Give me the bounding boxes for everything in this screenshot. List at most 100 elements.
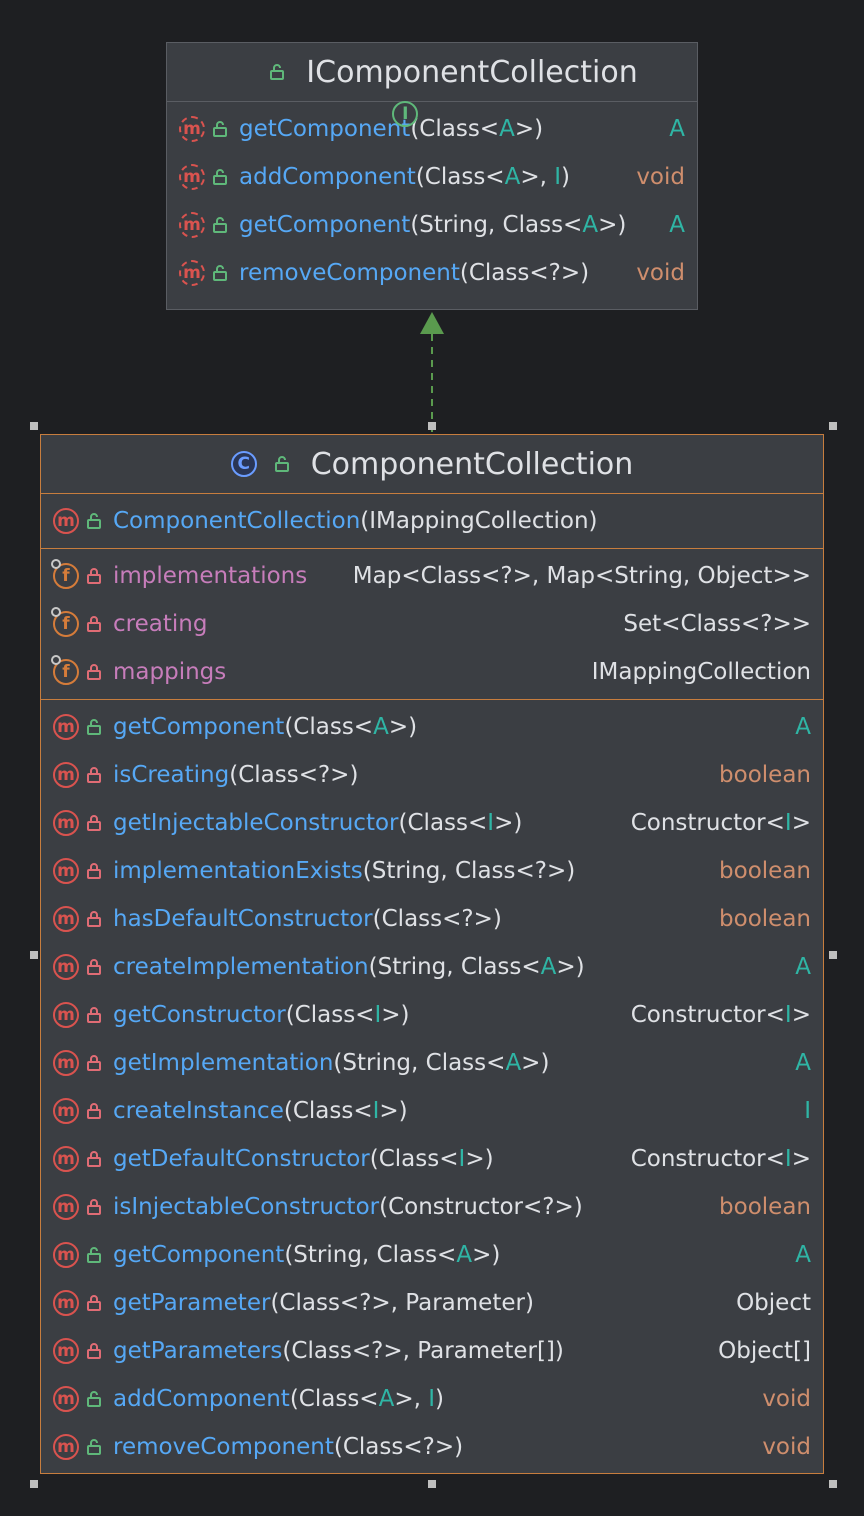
return-type: A [669, 116, 685, 142]
method-icon: m [53, 1386, 79, 1412]
field-icon: f [51, 655, 79, 685]
resize-handle[interactable] [30, 1480, 38, 1488]
return-type: void [636, 164, 685, 190]
method-icon: m [53, 954, 79, 980]
private-visibility-icon [87, 908, 101, 930]
return-type: Object [736, 1290, 811, 1316]
class-icon: C [230, 451, 257, 477]
public-visibility-icon [87, 1388, 101, 1410]
field-icon: f [51, 559, 79, 589]
method-icon: m [53, 906, 79, 932]
abstract-method-icon: m [179, 212, 205, 238]
abstract-method-icon: m [179, 164, 205, 190]
return-type: void [636, 260, 685, 286]
method-params: (Constructor<?>) [379, 1194, 583, 1220]
implements-arrow [420, 312, 444, 432]
method-name: createInstance [113, 1098, 284, 1124]
private-visibility-icon [87, 764, 101, 786]
method-params: (String, Class<A>) [333, 1050, 550, 1076]
method-icon: m [53, 1434, 79, 1460]
method-name: hasDefaultConstructor [113, 906, 373, 932]
return-type: boolean [719, 1194, 811, 1220]
return-type: void [762, 1386, 811, 1412]
return-type: boolean [719, 906, 811, 932]
resize-handle[interactable] [30, 422, 38, 430]
resize-handle[interactable] [829, 1480, 837, 1488]
return-type: void [762, 1434, 811, 1460]
method-name: isInjectableConstructor [113, 1194, 380, 1220]
method-name: getConstructor [113, 1002, 286, 1028]
method-name: getImplementation [113, 1050, 334, 1076]
interface-header: I IComponentCollection [167, 43, 697, 127]
abstract-method-icon: m [179, 260, 205, 286]
method-icon: m [53, 1098, 79, 1124]
public-visibility-icon [87, 716, 101, 738]
method-row[interactable]: m createInstance(Class<I>) I [41, 1087, 823, 1135]
return-type: Constructor<I> [630, 1146, 811, 1172]
method-params: (Class<A>) [284, 714, 418, 740]
return-type: boolean [719, 858, 811, 884]
private-visibility-icon [87, 1292, 101, 1314]
method-name: getComponent [113, 714, 285, 740]
method-params: (Class<A>, I) [415, 164, 571, 190]
method-params: (String, Class<A>) [410, 212, 627, 238]
resize-handle[interactable] [829, 951, 837, 959]
private-visibility-icon [87, 613, 101, 635]
return-type: A [795, 1050, 811, 1076]
resize-handle[interactable] [428, 422, 436, 430]
private-visibility-icon [87, 565, 101, 587]
method-icon: m [53, 508, 79, 534]
public-visibility-icon [274, 453, 289, 475]
method-params: (String, Class<A>) [284, 1242, 501, 1268]
resize-handle[interactable] [30, 951, 38, 959]
field-icon: f [51, 607, 79, 637]
private-visibility-icon [87, 1052, 101, 1074]
private-visibility-icon [87, 1004, 101, 1026]
method-name: removeComponent [239, 260, 460, 286]
return-type: I [804, 1098, 811, 1124]
method-name: addComponent [113, 1386, 290, 1412]
method-params: (Class<I>) [283, 1098, 408, 1124]
field-type: Map<Class<?>, Map<String, Object>> [352, 563, 811, 589]
method-name: getComponent [239, 116, 411, 142]
method-params: (String, Class<?>) [362, 858, 576, 884]
method-name: getComponent [113, 1242, 285, 1268]
method-params: (Class<I>) [369, 1146, 494, 1172]
resize-handle[interactable] [829, 422, 837, 430]
public-visibility-icon [87, 1436, 101, 1458]
interface-name: IComponentCollection [306, 54, 638, 90]
return-type: Constructor<I> [630, 810, 811, 836]
return-type: A [795, 714, 811, 740]
resize-handle[interactable] [428, 1480, 436, 1488]
method-params: (Class<I>) [398, 810, 523, 836]
method-row[interactable]: m addComponent(Class<A>, I) void [41, 1375, 823, 1423]
method-params: (Class<A>, I) [289, 1386, 445, 1412]
